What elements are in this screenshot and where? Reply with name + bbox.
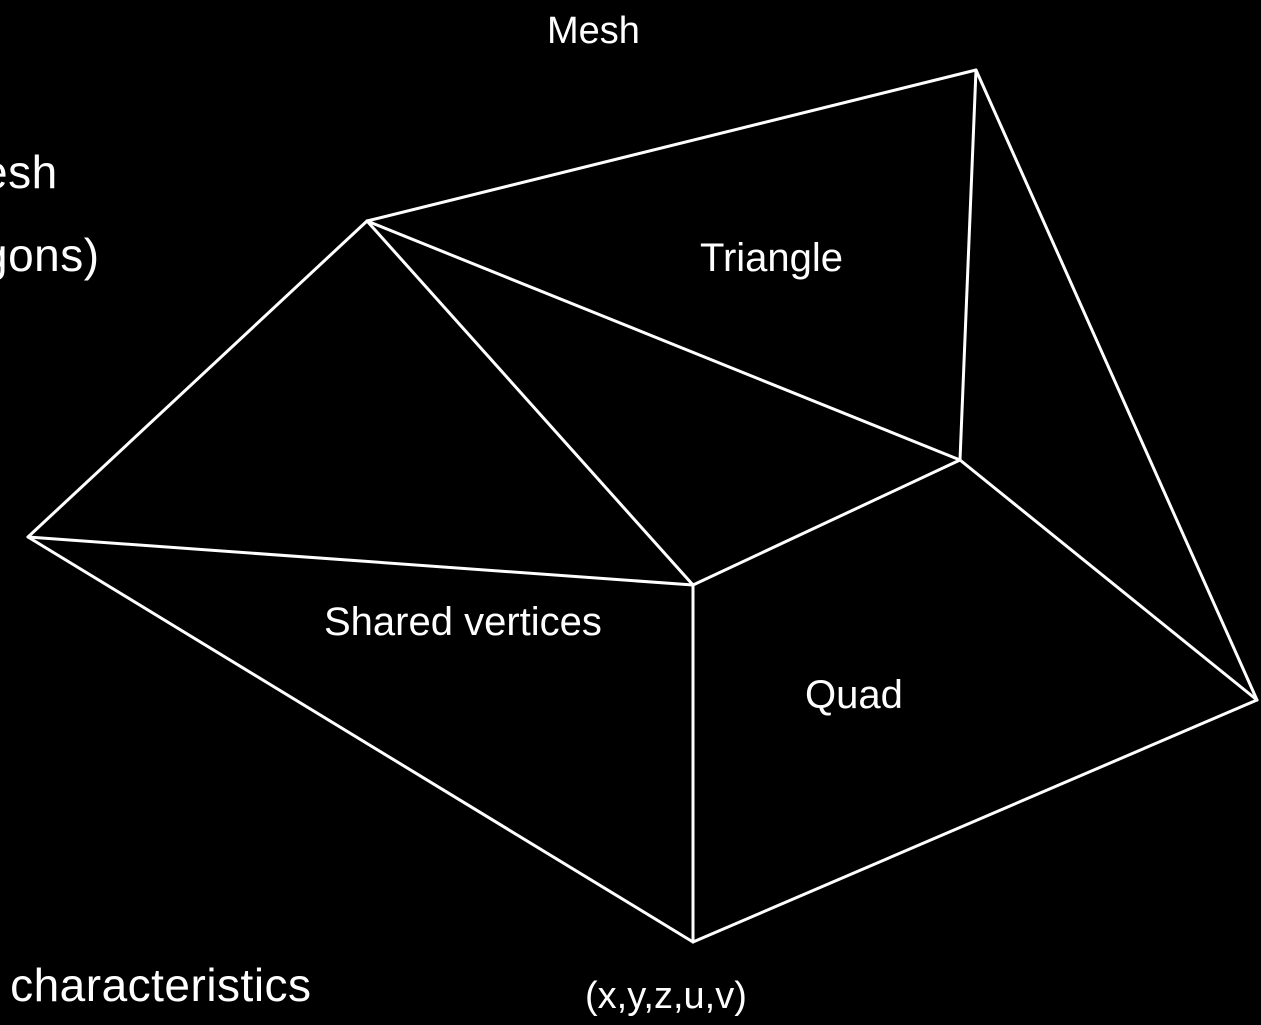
mesh-edge-vertical-right [958,68,978,462]
mesh-edge-triangle-base [365,219,962,462]
slide-text-line-2: gons) [0,229,100,281]
slide-text-line-3: le characteristics [0,959,312,1011]
diagram-title: Mesh [547,10,640,52]
mesh-edge-middle-left [26,535,695,587]
mesh-edge-shared-top [691,458,962,587]
mesh-edge-diagonal-inner [365,219,695,587]
slide-text-line-1: esh [0,146,58,198]
mesh-edge-quad-right-upper [958,458,1259,702]
mesh-edge-lower-left [26,535,695,944]
vertex-attributes-label: (x,y,z,u,v) [585,975,747,1017]
mesh-edge-upper-left [26,219,369,539]
mesh-edge-far-right [974,68,1259,702]
mesh-edge-quad-bottom [691,698,1259,944]
shared-vertices-label: Shared vertices [324,600,602,644]
triangle-label: Triangle [700,236,844,280]
quad-label: Quad [805,673,903,717]
mesh-edge-top [365,68,978,223]
